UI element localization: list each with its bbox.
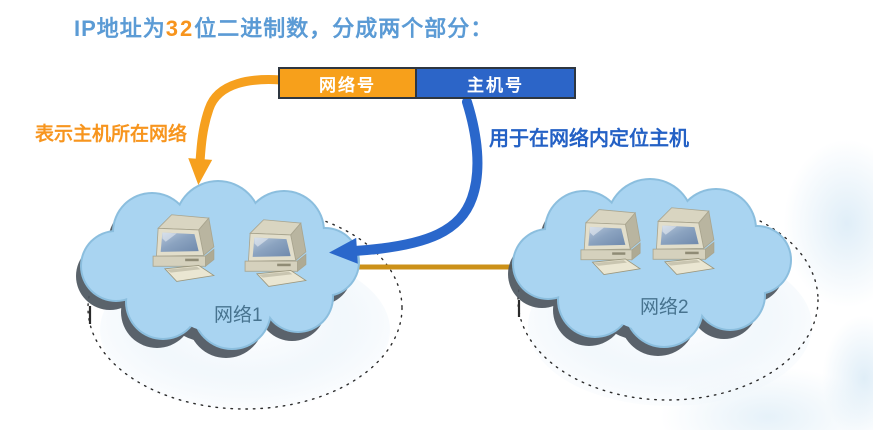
network1-label: 网络1: [214, 305, 263, 326]
ip-structure-bar: 网络号 主机号: [278, 67, 576, 99]
host-number-segment: 主机号: [417, 69, 574, 97]
title-text-1: IP地址为: [74, 16, 166, 41]
title-text-2: 位二进制数，分成两个部分：: [194, 16, 494, 41]
network-number-segment: 网络号: [280, 69, 417, 97]
network-note: 表示主机所在网络: [35, 124, 188, 145]
host-note: 用于在网络内定位主机: [489, 128, 689, 150]
title-highlight-32: 32: [165, 16, 195, 41]
network-segment-arrow: [188, 75, 286, 185]
network2-label: 网络2: [640, 297, 689, 318]
page-title: IP地址为32位二进制数，分成两个部分：: [74, 11, 493, 43]
host-segment-arrow: [329, 97, 483, 264]
